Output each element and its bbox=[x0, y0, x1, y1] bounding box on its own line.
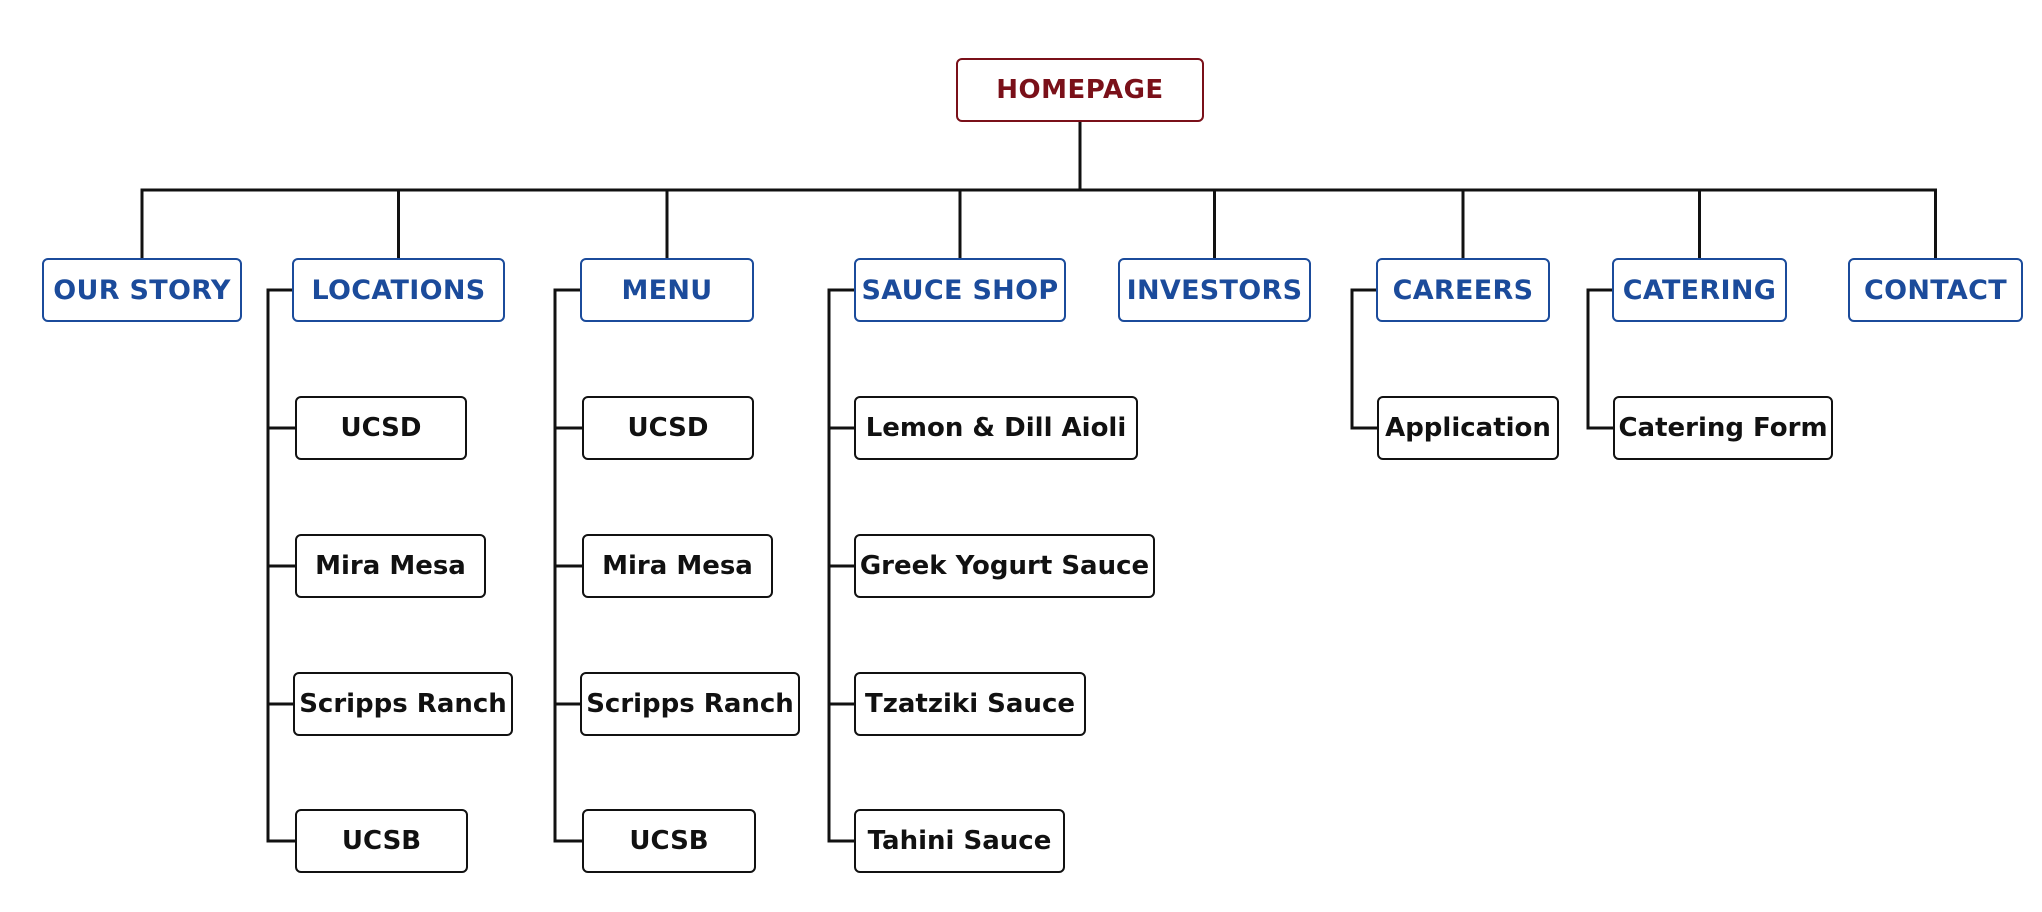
node-menu: MENU bbox=[580, 258, 754, 322]
node-our-story: OUR STORY bbox=[42, 258, 242, 322]
node-sauce-lemon-dill-aioli: Lemon & Dill Aioli bbox=[854, 396, 1138, 460]
node-catering: CATERING bbox=[1612, 258, 1787, 322]
node-locations-scripps-ranch: Scripps Ranch bbox=[293, 672, 513, 736]
node-sauce-shop: SAUCE SHOP bbox=[854, 258, 1066, 322]
node-homepage: HOMEPAGE bbox=[956, 58, 1204, 122]
node-contact: CONTACT bbox=[1848, 258, 2023, 322]
node-investors: INVESTORS bbox=[1118, 258, 1311, 322]
node-catering-form: Catering Form bbox=[1613, 396, 1833, 460]
node-menu-mira-mesa: Mira Mesa bbox=[582, 534, 773, 598]
node-locations-ucsd: UCSD bbox=[295, 396, 467, 460]
node-careers-application: Application bbox=[1377, 396, 1559, 460]
node-menu-ucsd: UCSD bbox=[582, 396, 754, 460]
node-sauce-greek-yogurt: Greek Yogurt Sauce bbox=[854, 534, 1155, 598]
node-locations-ucsb: UCSB bbox=[295, 809, 468, 873]
node-menu-scripps-ranch: Scripps Ranch bbox=[580, 672, 800, 736]
node-sauce-tzatziki: Tzatziki Sauce bbox=[854, 672, 1086, 736]
node-sauce-tahini: Tahini Sauce bbox=[854, 809, 1065, 873]
node-menu-ucsb: UCSB bbox=[582, 809, 756, 873]
node-locations: LOCATIONS bbox=[292, 258, 505, 322]
node-locations-mira-mesa: Mira Mesa bbox=[295, 534, 486, 598]
node-careers: CAREERS bbox=[1376, 258, 1550, 322]
